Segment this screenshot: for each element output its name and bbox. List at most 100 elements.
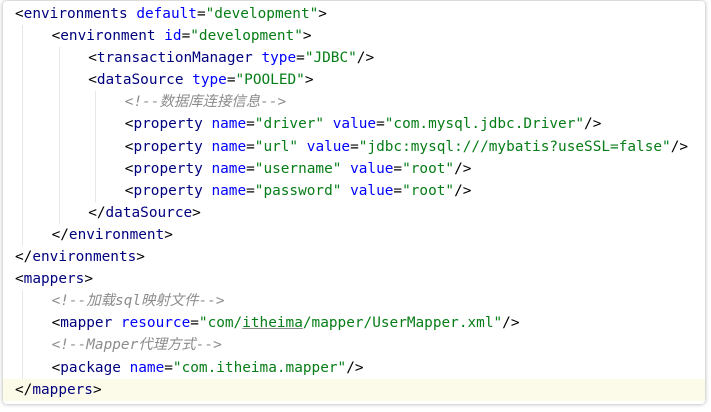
punct bbox=[324, 116, 333, 132]
punct bbox=[121, 360, 130, 376]
code-line[interactable]: <environment id="development"> bbox=[3, 25, 705, 48]
code-line[interactable]: <property name="password" value="root"/> bbox=[3, 179, 705, 202]
code-line[interactable]: </dataSource> bbox=[3, 201, 705, 224]
punct: = bbox=[164, 359, 173, 376]
indent-guide bbox=[22, 334, 23, 357]
attr-name: name bbox=[211, 138, 247, 155]
tag-name: environments bbox=[23, 6, 128, 22]
punct: /> bbox=[346, 359, 364, 376]
code-line[interactable]: <mapper resource="com/itheima/mapper/Use… bbox=[3, 312, 705, 335]
code-area[interactable]: <environments default="development"><env… bbox=[3, 3, 705, 401]
code-line[interactable]: <!--数据库连接信息--> bbox=[3, 91, 705, 114]
attr-name: name bbox=[211, 116, 247, 133]
punct: = bbox=[393, 182, 403, 199]
attr-value: "root" bbox=[402, 182, 455, 199]
code-line[interactable]: <property name="username" value="root"/> bbox=[3, 157, 705, 180]
punct: = bbox=[350, 138, 359, 155]
punct: /> bbox=[670, 138, 689, 155]
attr-name: value bbox=[350, 160, 394, 177]
code-line[interactable]: <mappers> bbox=[3, 268, 705, 290]
punct: /> bbox=[502, 315, 520, 332]
punct: = bbox=[246, 182, 255, 199]
attr-name: type bbox=[261, 50, 297, 67]
attr-name: value bbox=[306, 138, 351, 155]
punct: = bbox=[393, 160, 403, 177]
code-line-content: </environment> bbox=[52, 227, 173, 243]
code-line[interactable]: <dataSource type="POOLED"> bbox=[3, 69, 705, 92]
attr-value: "username" bbox=[254, 160, 342, 177]
punct bbox=[341, 161, 350, 177]
punct: < bbox=[124, 182, 134, 199]
indent-guide bbox=[58, 179, 60, 202]
code-line[interactable]: <property name="url" value="jdbc:mysql:/… bbox=[3, 135, 705, 158]
punct: = bbox=[190, 315, 199, 332]
indent-guide bbox=[22, 113, 23, 136]
code-line[interactable]: </environments> bbox=[3, 246, 705, 268]
indent-guide bbox=[22, 47, 23, 70]
code-line-content: <property name="driver" value="com.mysql… bbox=[125, 116, 602, 132]
attr-value: "root" bbox=[402, 160, 455, 177]
tag-name: property bbox=[133, 138, 203, 155]
indent-guide bbox=[22, 179, 23, 202]
tag-name: dataSource bbox=[96, 72, 184, 89]
code-line-content: <dataSource type="POOLED"> bbox=[88, 72, 313, 88]
code-line[interactable]: <transactionManager type="JDBC"/> bbox=[3, 47, 705, 70]
punct: < bbox=[51, 315, 61, 332]
punct bbox=[156, 28, 165, 44]
punct: < bbox=[124, 116, 134, 133]
code-line-content: <!--Mapper代理方式--> bbox=[52, 337, 222, 353]
tag-name: mappers bbox=[32, 381, 93, 398]
indent-guide bbox=[95, 135, 97, 158]
indent-guide bbox=[58, 69, 60, 92]
attr-value: "JDBC" bbox=[304, 50, 357, 67]
code-line[interactable]: <!--加载sql映射文件--> bbox=[3, 290, 705, 313]
punct: > bbox=[192, 204, 201, 221]
indent-guide bbox=[22, 69, 23, 92]
punct: </ bbox=[15, 249, 33, 266]
punct: > bbox=[304, 72, 314, 89]
indent-guide bbox=[58, 201, 60, 224]
code-editor-panel: <environments default="development"><env… bbox=[3, 1, 705, 404]
attr-value: "com/ bbox=[198, 315, 243, 332]
code-line[interactable]: <environments default="development"> bbox=[3, 3, 705, 25]
code-line[interactable]: <!--Mapper代理方式--> bbox=[3, 334, 705, 357]
indent-guide bbox=[22, 91, 23, 114]
tag-name: property bbox=[133, 160, 203, 177]
attr-value: itheima bbox=[242, 315, 303, 332]
code-line[interactable]: </environment> bbox=[3, 223, 705, 247]
punct: < bbox=[124, 160, 134, 177]
punct: < bbox=[124, 138, 134, 155]
punct: </ bbox=[15, 381, 33, 398]
code-line-content: </dataSource> bbox=[88, 205, 201, 221]
punct: /> bbox=[584, 116, 602, 133]
attr-name: name bbox=[211, 182, 247, 199]
code-line-content: <!--加载sql映射文件--> bbox=[52, 293, 225, 309]
punct: < bbox=[88, 72, 97, 89]
punct bbox=[298, 139, 307, 155]
attr-name: default bbox=[136, 6, 197, 22]
tag-name: package bbox=[60, 359, 121, 376]
attr-value: "com.mysql.jdbc.Driver" bbox=[384, 116, 585, 133]
attr-name: id bbox=[164, 28, 182, 45]
punct: = bbox=[181, 28, 191, 45]
code-line[interactable]: </mappers> bbox=[3, 378, 705, 401]
punct: = bbox=[246, 160, 255, 177]
punct bbox=[112, 315, 121, 331]
tag-name: dataSource bbox=[105, 204, 193, 221]
punct: </ bbox=[51, 226, 69, 243]
attr-value: "url" bbox=[254, 138, 299, 155]
code-line[interactable]: <package name="com.itheima.mapper"/> bbox=[3, 356, 705, 379]
tag-name: mappers bbox=[23, 271, 85, 288]
code-line-content: <environment id="development"> bbox=[52, 28, 312, 44]
indent-guide bbox=[95, 157, 97, 180]
punct: /> bbox=[454, 182, 472, 199]
indent-guide bbox=[58, 135, 60, 158]
tag-name: environments bbox=[32, 249, 137, 266]
punct bbox=[128, 6, 137, 22]
attr-name: name bbox=[129, 359, 165, 376]
indent-guide bbox=[22, 223, 23, 247]
indent-guide bbox=[22, 135, 23, 158]
code-line[interactable]: <property name="driver" value="com.mysql… bbox=[3, 113, 705, 136]
punct: = bbox=[246, 116, 255, 133]
indent-guide bbox=[95, 113, 97, 136]
